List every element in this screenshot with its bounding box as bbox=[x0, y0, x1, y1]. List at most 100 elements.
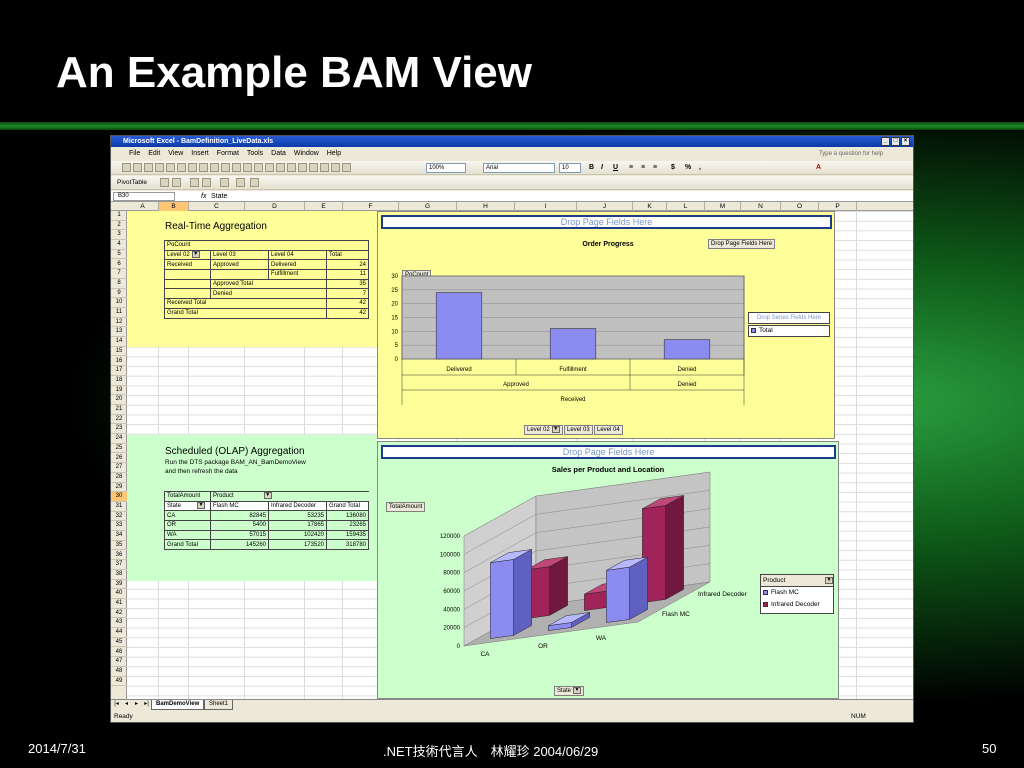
row-header-16[interactable]: 16 bbox=[111, 357, 127, 367]
row-header-12[interactable]: 12 bbox=[111, 318, 127, 328]
row-header-35[interactable]: 35 bbox=[111, 541, 127, 551]
menu-tools[interactable]: Tools bbox=[246, 150, 264, 157]
row-header-20[interactable]: 20 bbox=[111, 395, 127, 405]
dropdown-arrow-icon[interactable]: ▼ bbox=[551, 426, 560, 433]
drop-series-zone[interactable]: Drop Series Fields Here bbox=[748, 312, 830, 324]
row-header-13[interactable]: 13 bbox=[111, 327, 127, 338]
formula-input[interactable]: State bbox=[211, 193, 228, 200]
order-progress-chart[interactable]: Drop Page Fields Here Drop Page Fields H… bbox=[377, 211, 835, 439]
show-detail-icon[interactable] bbox=[202, 178, 211, 187]
autosum-icon[interactable] bbox=[297, 163, 307, 172]
drop-page-fields-zone[interactable]: Drop Page Fields Here bbox=[381, 445, 836, 459]
row-header-40[interactable]: 40 bbox=[111, 589, 127, 599]
maximize-button[interactable]: □ bbox=[891, 137, 900, 146]
format-report-icon[interactable] bbox=[160, 178, 169, 187]
redo-icon[interactable] bbox=[275, 163, 285, 172]
column-header-N[interactable]: N bbox=[741, 202, 781, 211]
sheet-tab-bamdemoview[interactable]: BamDemoView bbox=[151, 700, 205, 710]
sales-chart[interactable]: Drop Page Fields Here TotalAmount Produc… bbox=[377, 441, 839, 699]
row-header-45[interactable]: 45 bbox=[111, 638, 127, 648]
font-color-icon[interactable]: A bbox=[816, 164, 822, 171]
menu-file[interactable]: File bbox=[129, 150, 141, 157]
spelling-icon[interactable] bbox=[198, 163, 208, 172]
align-center-icon[interactable]: ≡ bbox=[641, 164, 646, 171]
legend-field-button[interactable]: Product▼ bbox=[761, 575, 833, 587]
row-header-1[interactable]: 1 bbox=[111, 211, 127, 221]
column-header-G[interactable]: G bbox=[399, 202, 457, 211]
row-header-19[interactable]: 19 bbox=[111, 386, 127, 396]
menu-data[interactable]: Data bbox=[271, 150, 286, 157]
row-header-14[interactable]: 14 bbox=[111, 337, 127, 347]
column-header-O[interactable]: O bbox=[781, 202, 819, 211]
dropdown-arrow-icon[interactable]: ▼ bbox=[197, 501, 206, 509]
row-header-21[interactable]: 21 bbox=[111, 405, 127, 415]
row-header-6[interactable]: 6 bbox=[111, 260, 127, 270]
sort-desc-icon[interactable] bbox=[319, 163, 329, 172]
drawing-icon[interactable] bbox=[341, 163, 351, 172]
include-hidden-icon[interactable] bbox=[236, 178, 245, 187]
menu-edit[interactable]: Edit bbox=[148, 150, 161, 157]
row-header-32[interactable]: 32 bbox=[111, 512, 127, 522]
row-header-27[interactable]: 27 bbox=[111, 463, 127, 473]
column-header-F[interactable]: F bbox=[343, 202, 399, 211]
save-icon[interactable] bbox=[143, 163, 153, 172]
last-sheet-icon[interactable]: ▸| bbox=[144, 701, 149, 707]
field-list-icon[interactable] bbox=[250, 178, 259, 187]
menu-help[interactable]: Help bbox=[326, 150, 342, 157]
row-header-33[interactable]: 33 bbox=[111, 521, 127, 532]
dropdown-arrow-icon[interactable]: ▼ bbox=[263, 492, 272, 500]
row-header-2[interactable]: 2 bbox=[111, 221, 127, 231]
row-header-17[interactable]: 17 bbox=[111, 366, 127, 376]
sheet-tab-sheet1[interactable]: Sheet1 bbox=[204, 700, 234, 710]
row-header-9[interactable]: 9 bbox=[111, 289, 127, 299]
row-header-42[interactable]: 42 bbox=[111, 609, 127, 619]
format-painter-icon[interactable] bbox=[253, 163, 263, 172]
dropdown-arrow-icon[interactable]: ▼ bbox=[825, 577, 833, 584]
row-header-25[interactable]: 25 bbox=[111, 444, 127, 454]
field-button-level04[interactable]: Level 04 bbox=[594, 425, 623, 435]
cell-area[interactable]: Real-Time Aggregation PoCount Level 02▼ … bbox=[127, 211, 913, 699]
row-header-22[interactable]: 22 bbox=[111, 415, 127, 425]
column-header-L[interactable]: L bbox=[667, 202, 705, 211]
research-icon[interactable] bbox=[209, 163, 219, 172]
row-header-44[interactable]: 44 bbox=[111, 628, 127, 638]
row-header-8[interactable]: 8 bbox=[111, 279, 127, 289]
row-header-11[interactable]: 11 bbox=[111, 308, 127, 318]
column-header-K[interactable]: K bbox=[633, 202, 667, 211]
column-header-M[interactable]: M bbox=[705, 202, 741, 211]
percent-icon[interactable]: % bbox=[685, 164, 692, 171]
pivot-header[interactable]: Level 02▼ bbox=[164, 249, 211, 261]
pivot-column-field[interactable]: Product▼ bbox=[210, 491, 369, 502]
row-header-5[interactable]: 5 bbox=[111, 250, 127, 260]
row-header-49[interactable]: 49 bbox=[111, 677, 127, 687]
next-sheet-icon[interactable]: ▸ bbox=[134, 701, 138, 707]
menu-insert[interactable]: Insert bbox=[191, 150, 209, 157]
column-header-D[interactable]: D bbox=[245, 202, 305, 211]
row-header-31[interactable]: 31 bbox=[111, 502, 127, 512]
row-header-47[interactable]: 47 bbox=[111, 657, 127, 667]
currency-icon[interactable]: $ bbox=[671, 164, 675, 171]
row-header-39[interactable]: 39 bbox=[111, 580, 127, 590]
pivottable-menu[interactable]: PivotTable bbox=[117, 179, 147, 186]
dropdown-arrow-icon[interactable]: ▼ bbox=[191, 250, 200, 258]
fx-icon[interactable]: fx bbox=[201, 193, 207, 200]
row-header-43[interactable]: 43 bbox=[111, 618, 127, 629]
paste-icon[interactable] bbox=[242, 163, 252, 172]
column-header-C[interactable]: C bbox=[189, 202, 245, 211]
open-icon[interactable] bbox=[132, 163, 142, 172]
row-header-23[interactable]: 23 bbox=[111, 424, 127, 435]
drop-page-fields-zone[interactable]: Drop Page Fields Here bbox=[381, 215, 832, 229]
prev-sheet-icon[interactable]: ◂ bbox=[124, 701, 128, 707]
pivot-header[interactable]: Level 03 bbox=[210, 249, 269, 261]
align-right-icon[interactable]: ≡ bbox=[653, 164, 658, 171]
data-field-button[interactable]: TotalAmount bbox=[386, 502, 426, 512]
field-button-level02[interactable]: Level 02▼ bbox=[524, 425, 563, 436]
row-header-26[interactable]: 26 bbox=[111, 454, 127, 464]
column-header-B[interactable]: B bbox=[159, 202, 189, 211]
column-header-H[interactable]: H bbox=[457, 202, 515, 211]
row-header-29[interactable]: 29 bbox=[111, 483, 127, 493]
italic-button[interactable]: I bbox=[601, 164, 603, 171]
column-header-J[interactable]: J bbox=[577, 202, 633, 211]
column-header-P[interactable]: P bbox=[819, 202, 857, 211]
comma-icon[interactable]: , bbox=[699, 164, 701, 171]
